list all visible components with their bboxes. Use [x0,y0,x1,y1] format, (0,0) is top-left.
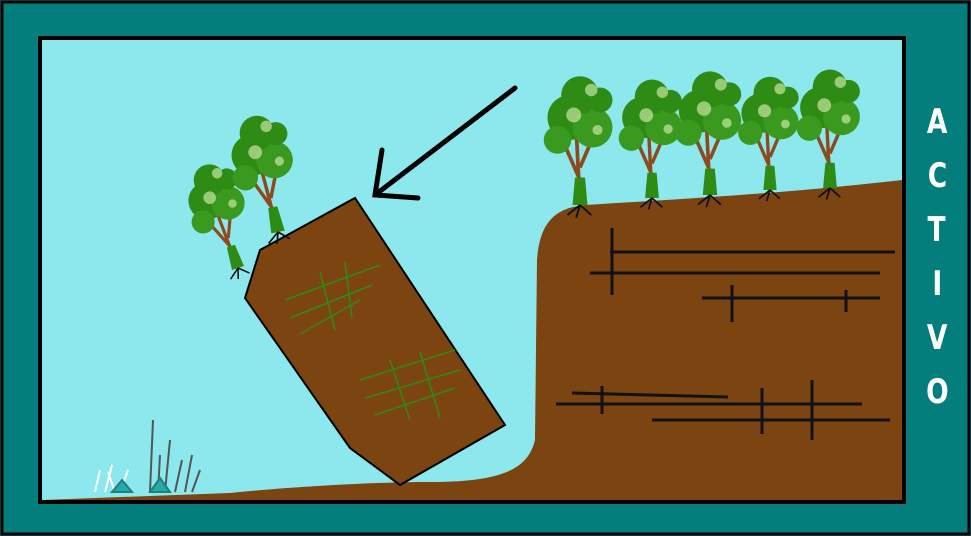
side-label-activo: A C T I V O [903,95,971,419]
side-label-letter: I [932,257,942,311]
side-label-letter: A [927,95,948,149]
side-label-letter: C [927,149,946,203]
side-label-letter: V [927,311,948,365]
side-label-letter: T [928,203,946,257]
side-label-letter: O [926,365,949,419]
